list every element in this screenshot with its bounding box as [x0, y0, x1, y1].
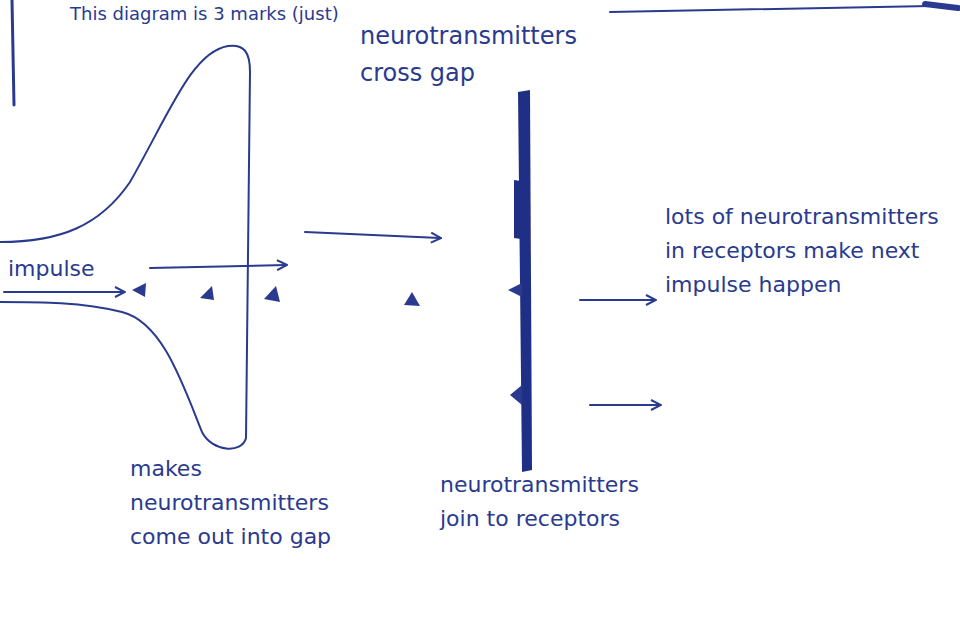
- annotation-text: makes neurotransmitters come out into ga…: [130, 452, 385, 554]
- annotation-text: neurotransmitters cross gap: [360, 18, 600, 92]
- annotation-text: neurotransmitters join to receptors: [440, 468, 675, 536]
- annotation-text: lots of neurotransmitters in receptors m…: [665, 200, 950, 302]
- impulse-label: impulse: [8, 252, 118, 286]
